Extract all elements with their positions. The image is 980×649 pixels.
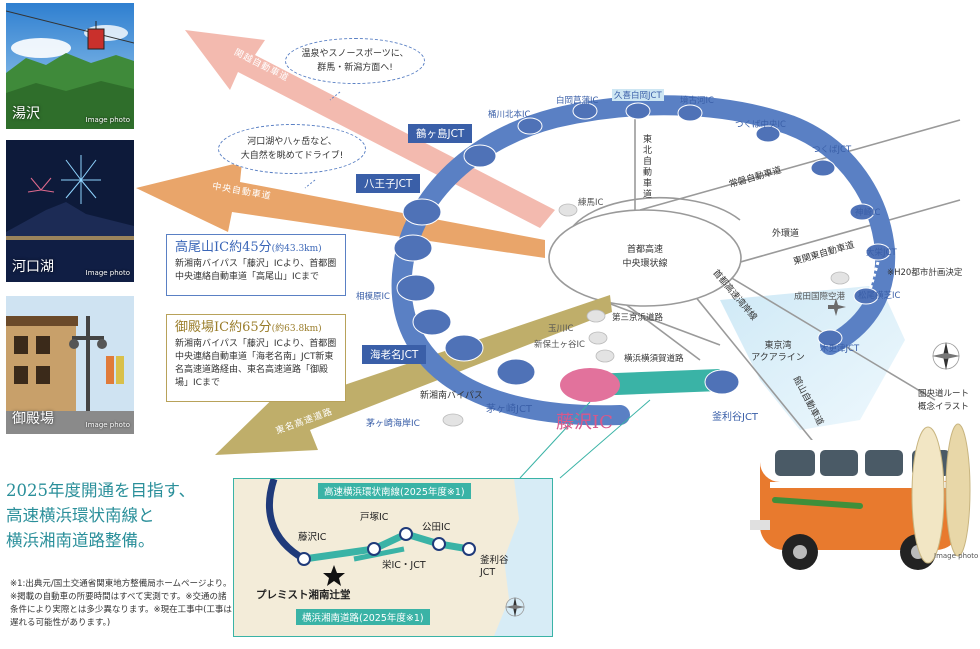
bubble-line: 群馬・新潟方面へ!: [317, 63, 393, 73]
local-roads: [599, 98, 961, 451]
gaikan-label: 外環道: [772, 229, 800, 239]
van-caption: Image photo: [934, 552, 979, 560]
hodogaya-label: 新保土ヶ谷IC: [534, 340, 585, 350]
photo-place-label: 御殿場: [12, 411, 54, 427]
ic-label-okegawa: 桶川北本IC: [488, 110, 531, 120]
tomei-arrow: [215, 295, 612, 455]
bubble-kawaguchiko: 河口湖や八ヶ岳など、 大自然を眺めてドライブ!: [218, 124, 366, 174]
headline: 2025年度開通を目指す、 高速横浜環状南線と 横浜湘南道路整備。: [6, 478, 236, 553]
footnote: ※1:出典元/国土交通省関東地方整備局ホームページより。※掲載の自動車の所要時間…: [10, 579, 232, 628]
info-takao-time: 高尾山IC約45分: [175, 240, 272, 255]
inset-kamariya-line: JCT: [480, 567, 496, 578]
photo-caption: Image photo: [85, 269, 130, 277]
inset-sakae-label: 栄IC・JCT: [382, 560, 426, 571]
daisan-keihin-label: 第三京浜道路: [612, 313, 664, 323]
chuo-arrow: [136, 162, 545, 258]
info-gotemba-distance: (約63.8km): [271, 324, 322, 334]
shinshonan-label: 新湘南バイパス: [420, 391, 483, 401]
compass-caption-line: 圏央道ルート: [918, 389, 970, 399]
inset-shonan-road-label: 横浜湘南道路(2025年度※1): [296, 609, 430, 625]
shuto-ring-label: 首都高速 中央環状線: [610, 243, 680, 271]
bubble-line: 温泉やスノースポーツに、: [301, 49, 409, 59]
airplane-icon: [828, 298, 846, 316]
jct-label-chigasaki: 茅ヶ崎JCT: [486, 404, 533, 415]
jct-label-hachioji: 八王子JCT: [356, 174, 421, 193]
inset-premist-label: プレミスト湘南辻堂: [256, 589, 351, 601]
info-takao-body: 新湘南バイパス「藤沢」ICより、首都圏中央連絡自動車道「高尾山」ICまで: [175, 259, 337, 282]
shuto-ring: [548, 209, 742, 307]
inset-map-drawing: [265, 479, 552, 636]
photo-kawaguchiko: 河口湖 Image photo: [6, 140, 134, 282]
compass-caption-line: 概念イラスト: [918, 402, 969, 412]
aqualine-label-line: アクアライン: [751, 353, 805, 363]
yokoyoko-label: 横浜横須賀道路: [624, 354, 684, 364]
ic-label-chigasaki-kaigan: 茅ヶ崎海岸IC: [366, 419, 420, 429]
fujisawa-node: [560, 368, 620, 402]
inset-fujisawa-label: 藤沢IC: [298, 532, 327, 543]
ic-label-shiraoka: 白岡菖蒲IC: [556, 96, 599, 106]
narita-label: 成田国際空港: [794, 292, 846, 302]
info-gotemba: 御殿場IC約65分(約63.8km) 新湘南バイパス「藤沢」ICより、首都圏中央…: [166, 314, 346, 402]
compass-caption: 圏央道ルート 概念イラスト: [918, 388, 969, 414]
gotemba-image: [6, 296, 134, 434]
ic-label-oei: 大栄JCT: [866, 248, 897, 258]
tamagawa-label: 玉川IC: [548, 324, 574, 334]
inset-totsuka-label: 戸塚IC: [360, 512, 389, 523]
info-gotemba-time: 御殿場IC約65分: [175, 320, 272, 335]
inset-map: 高速横浜環状南線(2025年度※1) 横浜湘南道路(2025年度※1) 戸塚IC…: [233, 478, 553, 637]
tohoku-label: 東北自動車道: [643, 135, 653, 200]
ic-label-kuki: 久喜白岡JCT: [612, 89, 664, 101]
inner-ic-nodes: [442, 203, 850, 427]
aqualine-label: 東京湾 アクアライン: [748, 340, 808, 364]
ring-nodes: [393, 102, 891, 395]
bubble-line: 大自然を眺めてドライブ!: [240, 151, 344, 161]
photo-place-label: 湯沢: [12, 106, 40, 122]
aqualine-label-line: 東京湾: [764, 341, 792, 351]
jct-label-kamariya: 釜利谷JCT: [712, 412, 759, 423]
inset-ring-south-label: 高速横浜環状南線(2025年度※1): [318, 483, 471, 499]
h20-note: ※H20都市計画決定: [887, 268, 963, 278]
photo-place-label: 河口湖: [12, 259, 54, 275]
photo-gotemba: 御殿場 Image photo: [6, 296, 134, 434]
jct-label-ebina: 海老名JCT: [362, 345, 427, 364]
ic-label-kisarazu: 木更津JCT: [820, 344, 860, 354]
shuto-ring-label-line: 中央環状線: [622, 259, 668, 269]
info-takao-head: 高尾山IC約45分(約43.3km): [175, 239, 339, 258]
bubble-yuzawa: 温泉やスノースポーツに、 群馬・新潟方面へ!: [285, 38, 425, 84]
photo-caption: Image photo: [85, 421, 130, 429]
info-gotemba-head: 御殿場IC約65分(約63.8km): [175, 319, 339, 338]
yuzawa-image: [6, 3, 134, 129]
ic-label-sakai: 境古河IC: [680, 96, 714, 106]
info-takao-distance: (約43.3km): [271, 244, 322, 254]
info-gotemba-body: 新湘南バイパス「藤沢」ICより、首都圏中央連絡自動車道「海老名南」JCT新東名高…: [175, 339, 337, 388]
bubble-line: 河口湖や八ヶ岳など、: [247, 137, 337, 147]
ic-label-sagamihara: 相模原IC: [356, 292, 390, 302]
inset-compass-icon: [505, 597, 525, 617]
inset-kamariya-label: 釜利谷 JCT: [480, 555, 509, 579]
ic-label-kamisu: 神崎IC: [855, 208, 881, 218]
info-takao: 高尾山IC約45分(約43.3km) 新湘南バイパス「藤沢」ICより、首都圏中央…: [166, 234, 346, 296]
compass-icon: [932, 342, 960, 370]
ic-label-matsuo: 松尾横芝IC: [858, 291, 901, 301]
jct-label-tsurugashima: 鶴ヶ島JCT: [408, 124, 473, 143]
kawaguchiko-image: [6, 140, 134, 282]
photo-yuzawa: 湯沢 Image photo: [6, 3, 134, 129]
inset-kamariya-line: 釜利谷: [480, 555, 509, 566]
inset-kuden-label: 公田IC: [422, 522, 451, 533]
photo-caption: Image photo: [85, 116, 130, 124]
ic-label-tsukuba-chuo: つくば中央IC: [735, 120, 786, 130]
headline-line: 高速横浜環状南線と: [6, 506, 155, 525]
premist-star-icon: [323, 565, 345, 586]
shuto-ring-label-line: 首都高速: [626, 245, 663, 255]
van-illustration: [750, 423, 971, 570]
kanetsu-arrow: [185, 30, 555, 228]
nerima-label: 練馬IC: [578, 198, 604, 208]
fujisawa-ic-label: 藤沢IC: [556, 412, 613, 433]
headline-line: 2025年度開通を目指す、: [6, 481, 196, 500]
headline-line: 横浜湘南道路整備。: [6, 531, 155, 550]
ic-label-tsukuba-jct: つくばJCT: [812, 145, 852, 155]
